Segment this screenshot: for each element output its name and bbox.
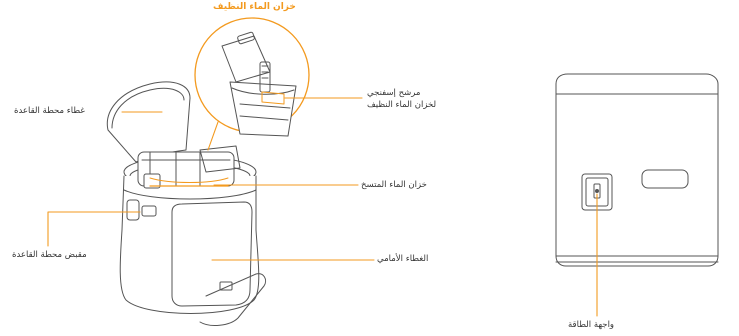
front-cover-label: الغطاء الأمامي: [377, 254, 428, 265]
clean-tank-title: خزان الماء النظيف: [213, 2, 296, 13]
base-handle-label: مقبض محطة القاعدة: [12, 250, 87, 261]
sponge-filter-label-line1: مرشح إسفنجي: [367, 88, 420, 99]
base-cover-label: غطاء محطة القاعدة: [14, 106, 85, 117]
dirty-tank-label: خزان الماء المتسخ: [361, 180, 427, 191]
sponge-filter-label-line2: لخزان الماء النظيف: [367, 100, 436, 111]
power-port-label: واجهة الطاقة: [568, 320, 614, 331]
station-rear-illustration: [556, 74, 718, 266]
clean-tank-callout: [195, 18, 309, 150]
